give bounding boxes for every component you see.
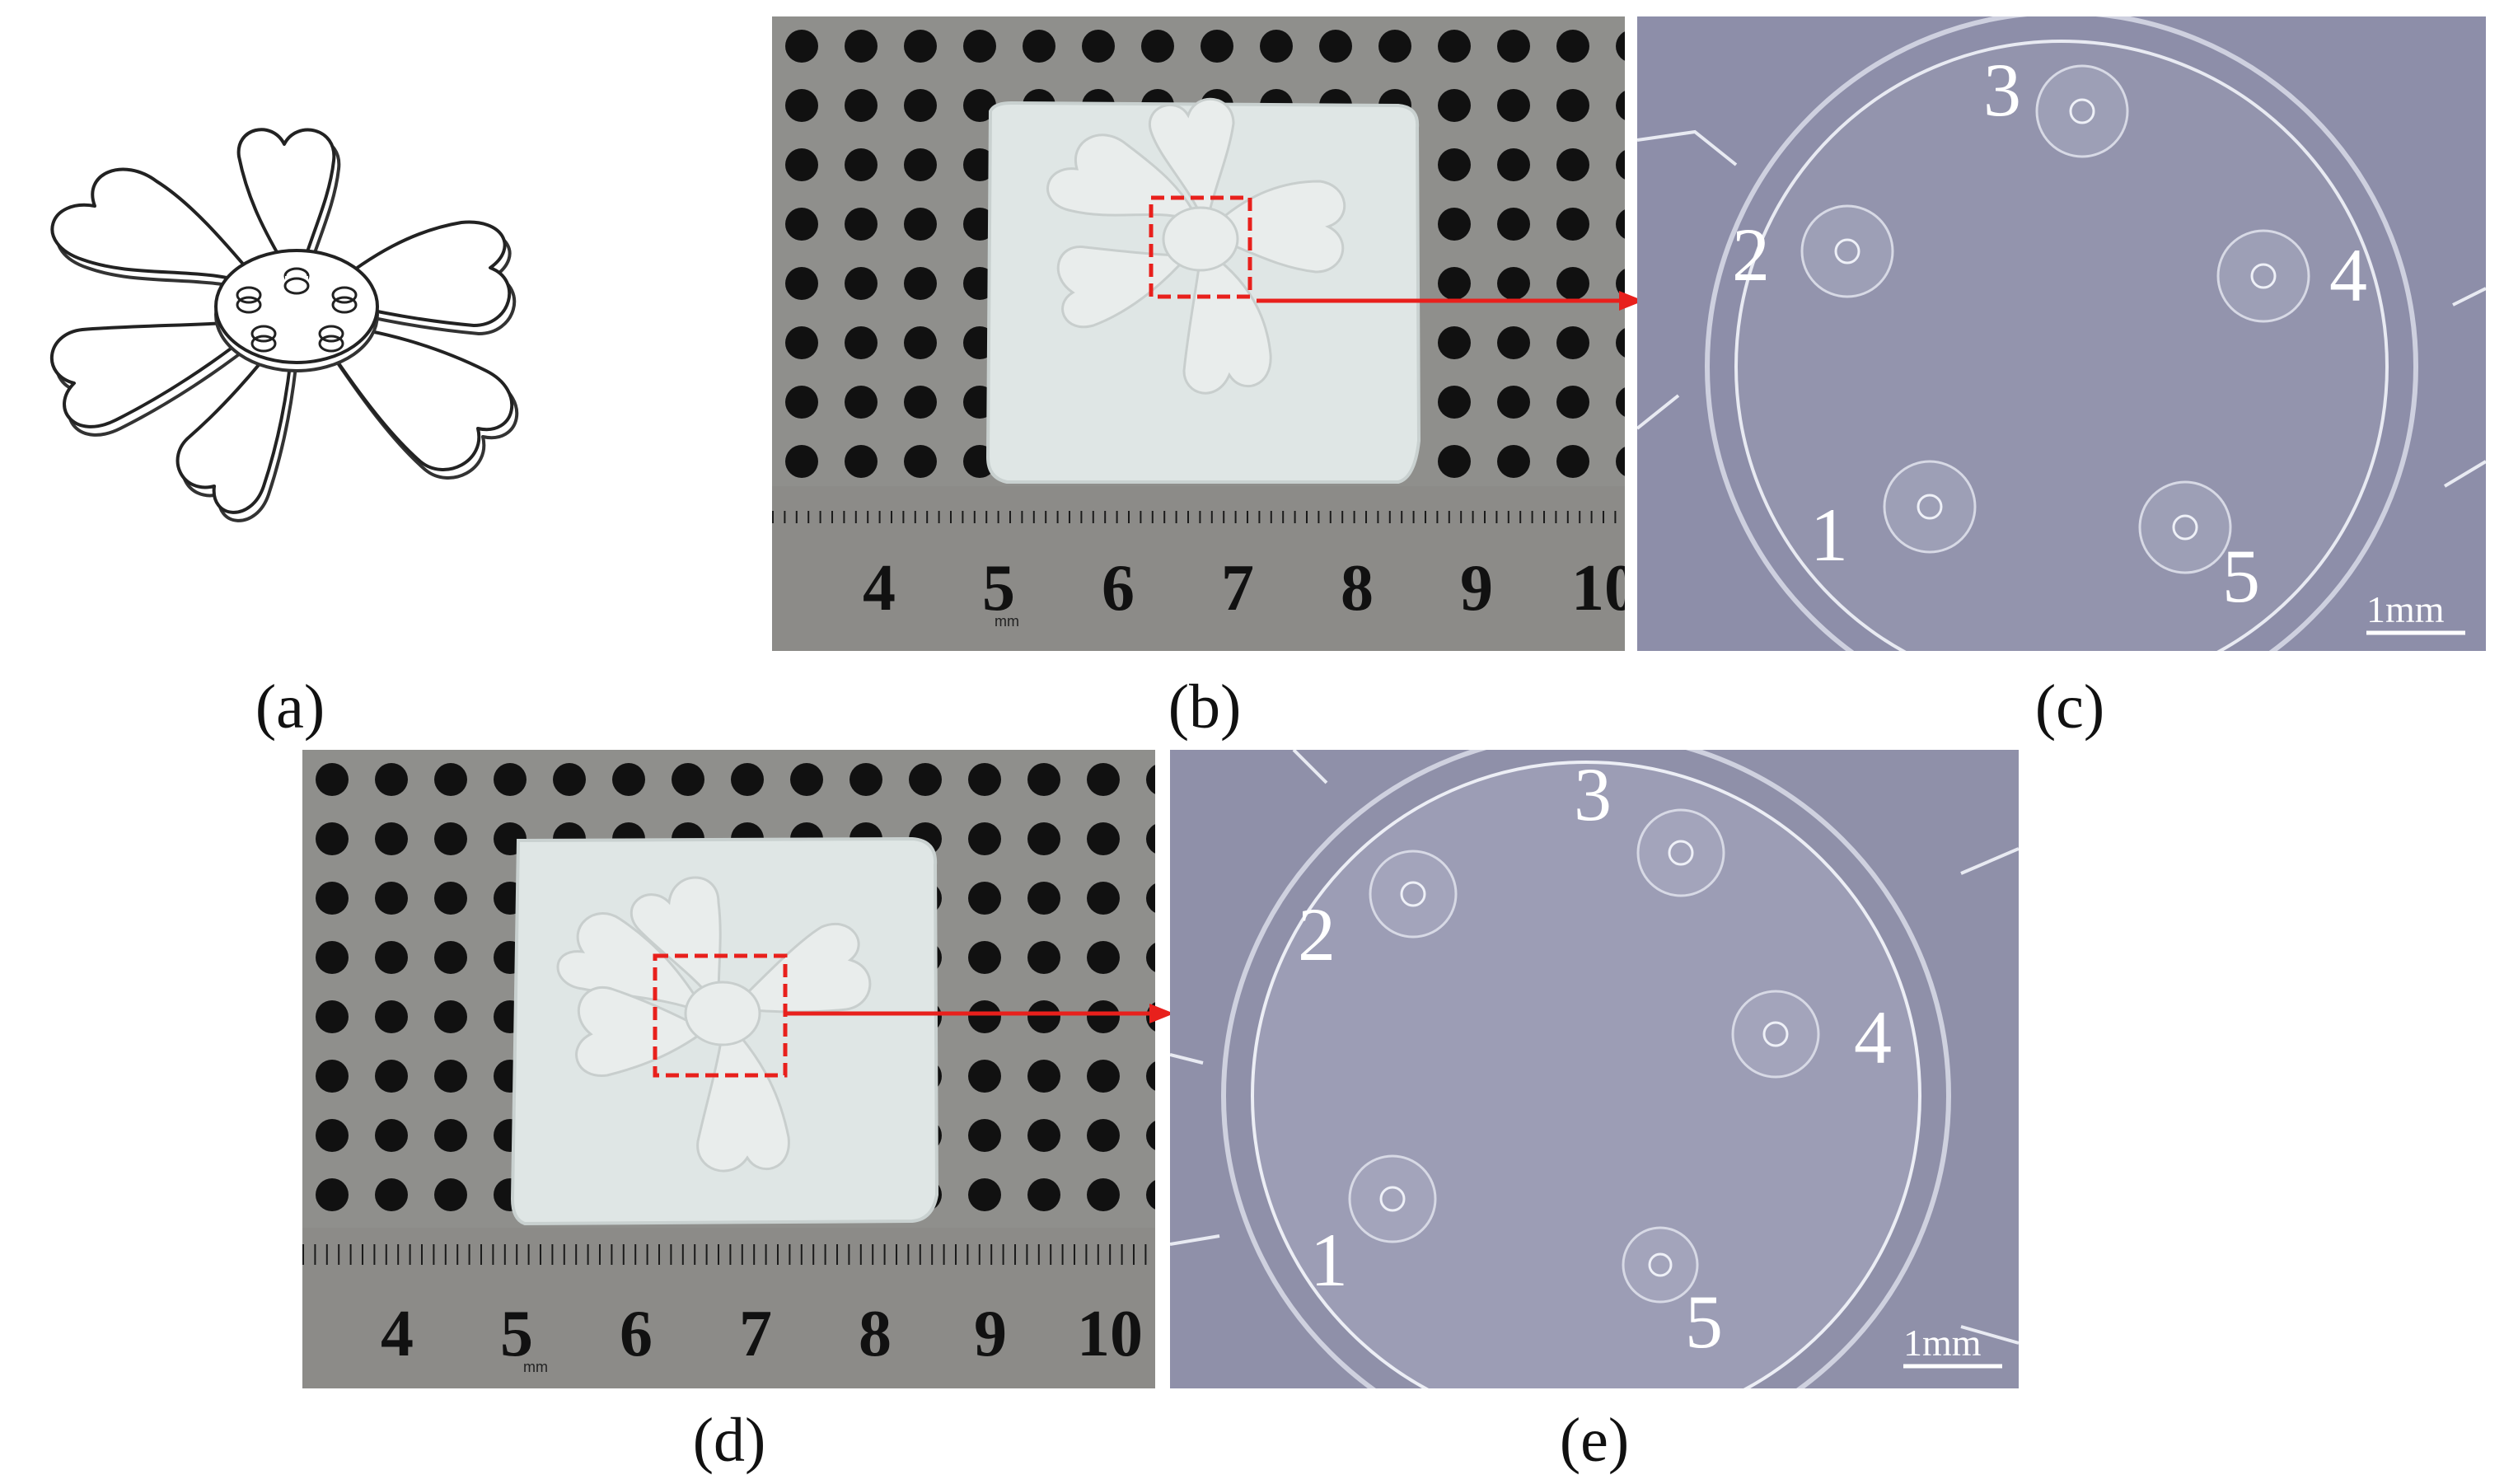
ruler-num: 8 <box>859 1298 892 1370</box>
ruler-unit: mm <box>995 613 1019 630</box>
caption-d: (d) <box>692 1406 766 1475</box>
site-label: 4 <box>2329 233 2367 317</box>
ruler-num: 5 <box>500 1298 533 1370</box>
panel-d-photo: 4 5 6 7 8 9 10 mm <box>302 750 1155 1388</box>
molded-flower <box>1046 97 1346 395</box>
panel-b-photo: 4 5 6 7 8 9 10 mm <box>772 16 1625 651</box>
ruler-num: 7 <box>739 1298 772 1370</box>
caption-b: (b) <box>1168 672 1242 742</box>
site-label: 4 <box>1854 995 1892 1079</box>
flower-sketch <box>50 128 519 522</box>
ruler-unit: mm <box>523 1359 548 1375</box>
site-label: 2 <box>1298 892 1336 976</box>
panel-c-micro: 1 2 3 4 5 1mm <box>1637 16 2486 651</box>
site-label: 1 <box>1310 1218 1348 1302</box>
arrow-b-to-c <box>1257 291 1644 311</box>
ruler-num: 6 <box>620 1298 653 1370</box>
ruler-num: 5 <box>982 552 1015 625</box>
ruler-num: 10 <box>1077 1298 1143 1370</box>
ruler-num: 8 <box>1341 552 1374 625</box>
caption-e: (e) <box>1559 1406 1630 1475</box>
roi-box <box>653 953 788 1078</box>
scale-bar-label: 1mm <box>2366 588 2445 630</box>
site-label: 3 <box>1983 48 2021 132</box>
panel-a-drawing <box>16 124 601 569</box>
ruler-num: 10 <box>1571 552 1625 625</box>
roi-box <box>1149 195 1252 299</box>
site-label: 3 <box>1574 752 1612 836</box>
caption-a: (a) <box>255 672 325 742</box>
site-label: 5 <box>1685 1280 1723 1364</box>
ruler-num: 6 <box>1102 552 1135 625</box>
arrow-d-to-e <box>787 1004 1174 1023</box>
site-label: 5 <box>2222 534 2260 618</box>
panel-e-micro: 1 2 3 4 5 1mm <box>1170 750 2019 1388</box>
scale-bar-label: 1mm <box>1903 1322 1982 1364</box>
caption-c: (c) <box>2034 672 2105 742</box>
ruler-num: 7 <box>1221 552 1254 625</box>
molded-flower <box>556 876 872 1173</box>
ruler-num: 9 <box>1460 552 1493 625</box>
ruler-num: 4 <box>863 552 896 625</box>
ruler-num: 4 <box>381 1298 414 1370</box>
site-label: 1 <box>1810 493 1848 577</box>
ruler-num: 9 <box>974 1298 1007 1370</box>
site-label: 2 <box>1732 213 1770 297</box>
